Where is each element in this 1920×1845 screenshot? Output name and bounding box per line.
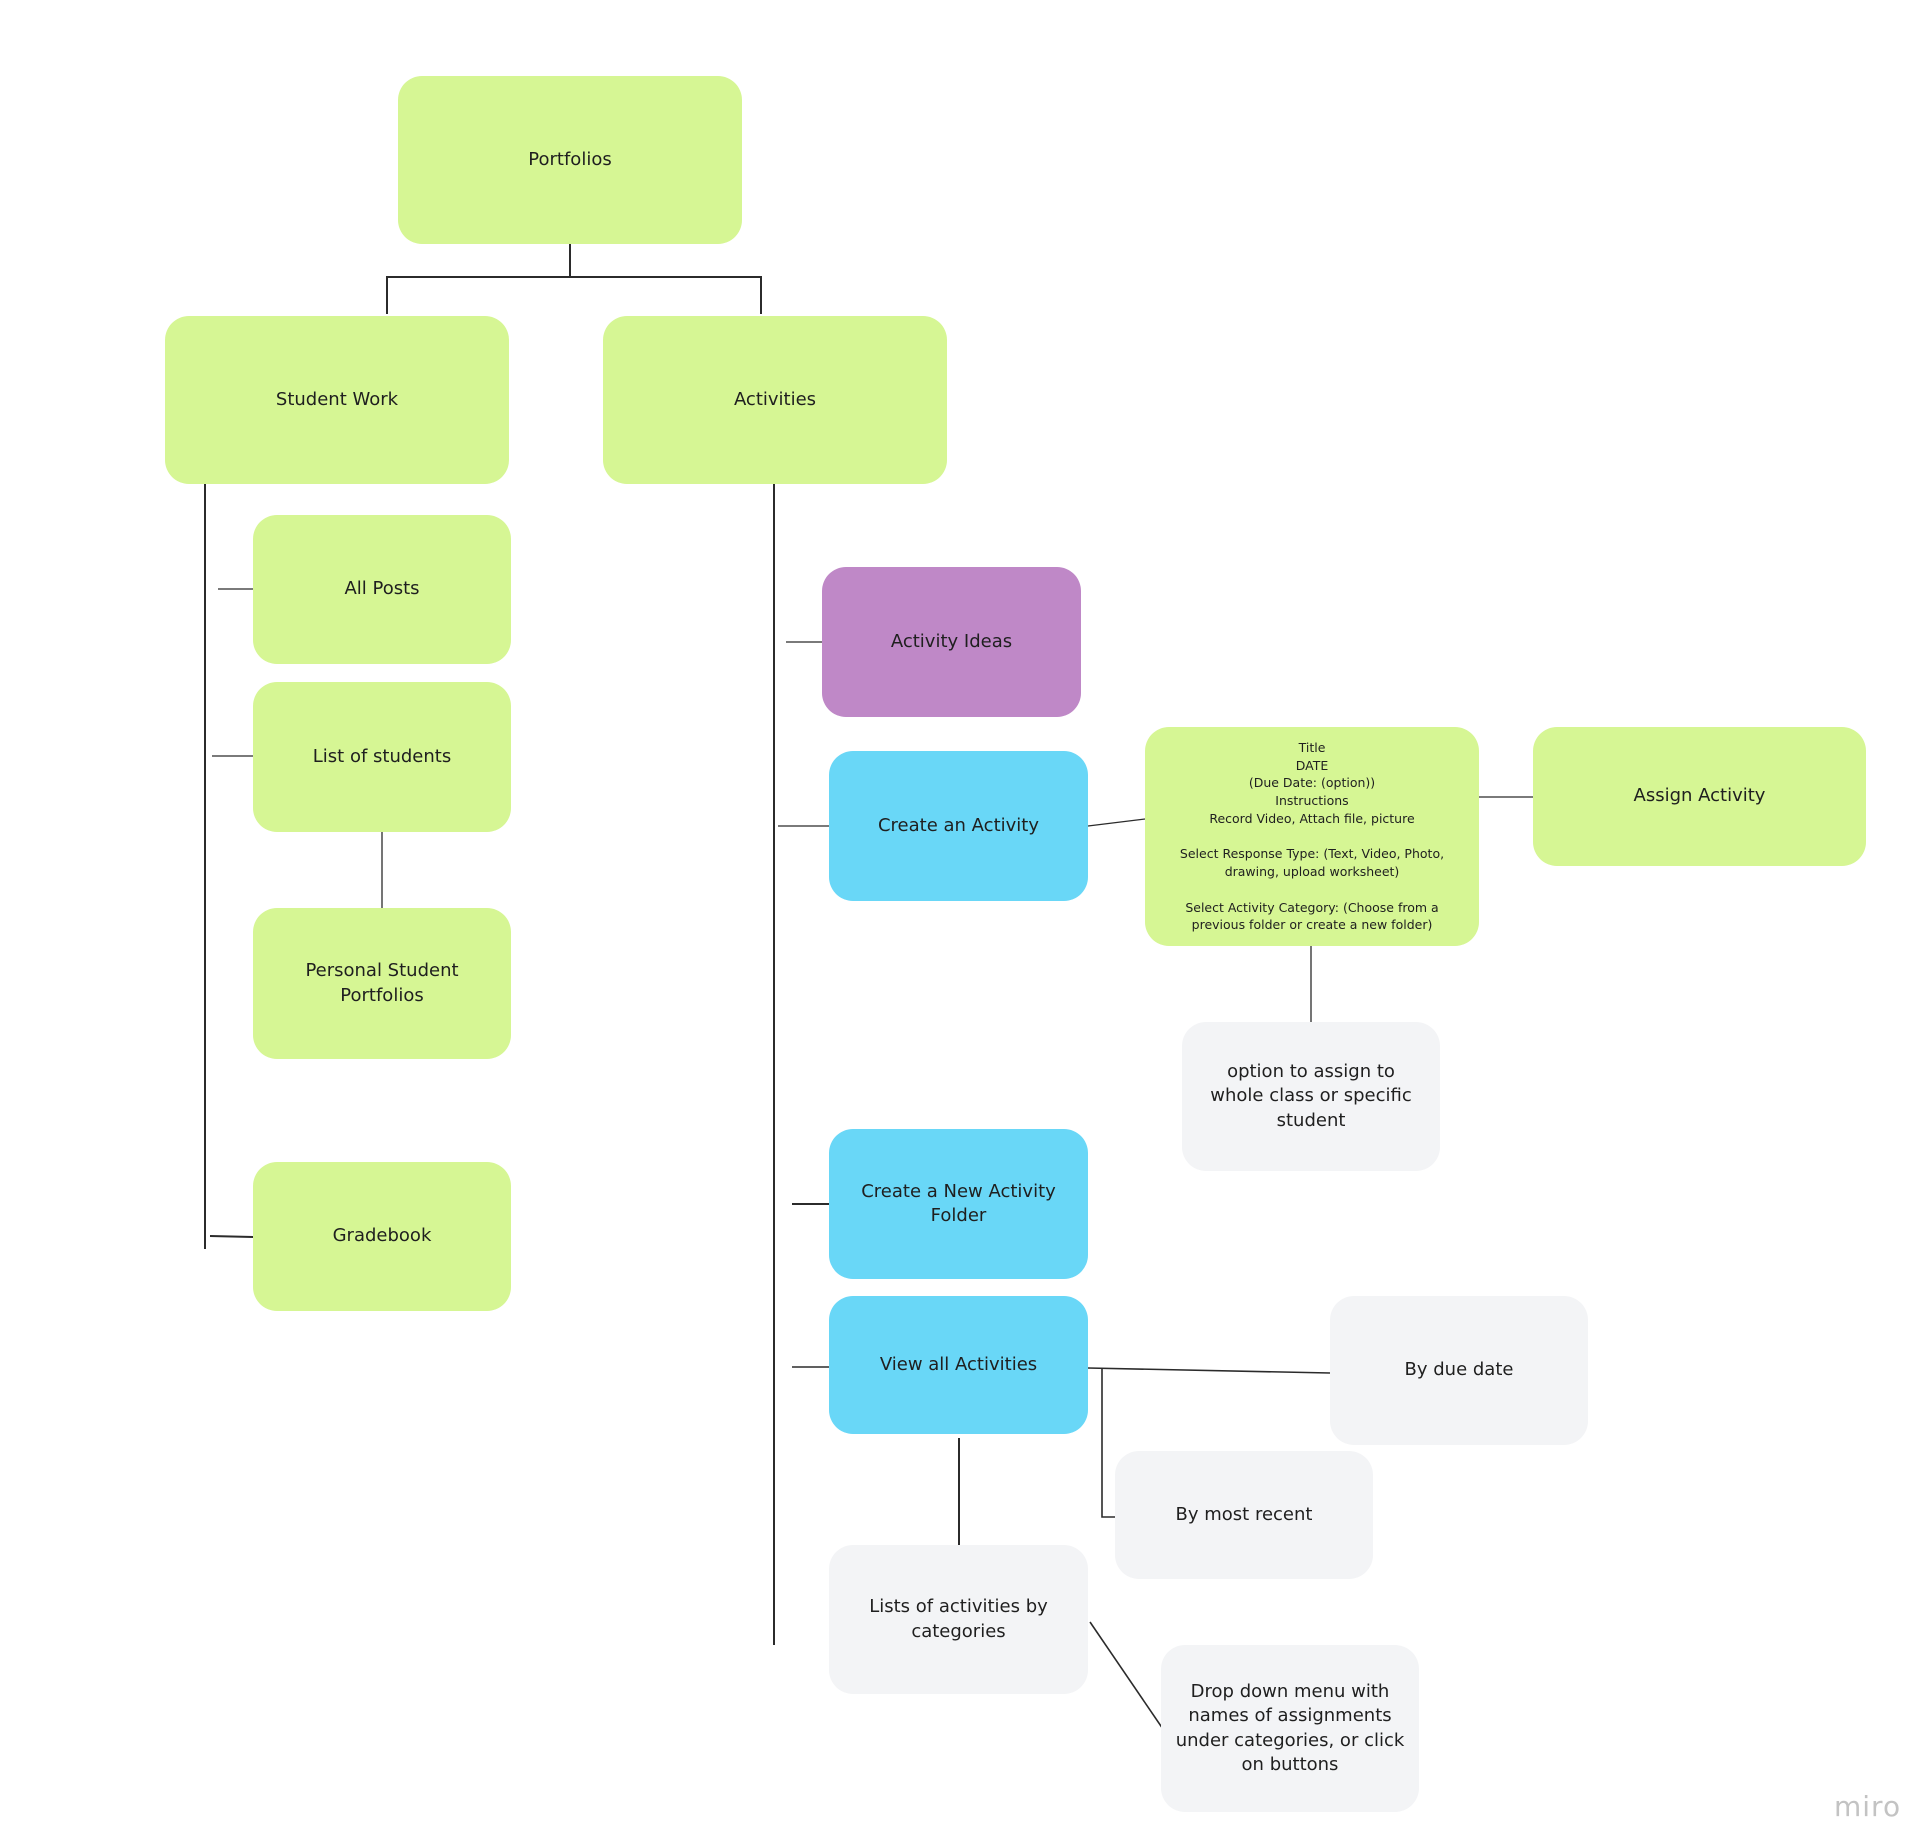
node-label: By most recent — [1175, 1503, 1313, 1525]
connector — [1101, 1368, 1115, 1518]
node-label: Create a New Activity Folder — [861, 1180, 1056, 1226]
by-most-recent-node[interactable]: By most recent — [1115, 1451, 1373, 1579]
personal-student-portfolios-node[interactable]: Personal Student Portfolios — [253, 908, 511, 1059]
connector — [1087, 1367, 1331, 1374]
drop-down-menu-node[interactable]: Drop down menu with names of assignments… — [1161, 1645, 1419, 1812]
node-label: Activities — [733, 388, 817, 410]
node-label: Create an Activity — [877, 814, 1039, 836]
node-label: Personal Student Portfolios — [305, 960, 459, 1006]
node-label: option to assign to whole class or speci… — [1210, 1061, 1412, 1131]
node-label: Activity Ideas — [890, 630, 1013, 652]
node-label: Title DATE (Due Date: (option)) Instruct… — [1179, 739, 1445, 933]
all-posts-node[interactable]: All Posts — [253, 515, 511, 664]
activities-node[interactable]: Activities — [603, 316, 947, 484]
activity-details-node[interactable]: Title DATE (Due Date: (option)) Instruct… — [1145, 727, 1479, 946]
node-label: Lists of activities by categories — [869, 1596, 1048, 1642]
connector — [386, 276, 762, 314]
connector — [209, 1235, 254, 1238]
node-label: Assign Activity — [1633, 785, 1766, 807]
student-work-node[interactable]: Student Work — [165, 316, 509, 484]
node-label: Student Work — [275, 388, 399, 410]
list-of-students-node[interactable]: List of students — [253, 682, 511, 832]
node-label: By due date — [1404, 1359, 1514, 1381]
gradebook-node[interactable]: Gradebook — [253, 1162, 511, 1311]
portfolios-node[interactable]: Portfolios — [398, 76, 742, 244]
by-due-date-node[interactable]: By due date — [1330, 1296, 1588, 1445]
node-label: View all Activities — [879, 1353, 1038, 1375]
lists-by-categories-node[interactable]: Lists of activities by categories — [829, 1545, 1088, 1694]
miro-watermark: miro — [1834, 1790, 1902, 1823]
assign-option-node[interactable]: option to assign to whole class or speci… — [1182, 1022, 1440, 1171]
connector — [1087, 818, 1146, 827]
node-label: Gradebook — [332, 1225, 432, 1247]
view-all-activities-node[interactable]: View all Activities — [829, 1296, 1088, 1434]
create-new-activity-folder-node[interactable]: Create a New Activity Folder — [829, 1129, 1088, 1279]
assign-activity-node[interactable]: Assign Activity — [1533, 727, 1866, 866]
node-label: Portfolios — [528, 148, 612, 170]
activity-ideas-node[interactable]: Activity Ideas — [822, 567, 1081, 717]
node-label: All Posts — [344, 578, 420, 600]
connector — [1089, 1621, 1166, 1733]
node-label: List of students — [312, 745, 452, 767]
create-an-activity-node[interactable]: Create an Activity — [829, 751, 1088, 901]
node-label: Drop down menu with names of assignments… — [1175, 1680, 1405, 1775]
